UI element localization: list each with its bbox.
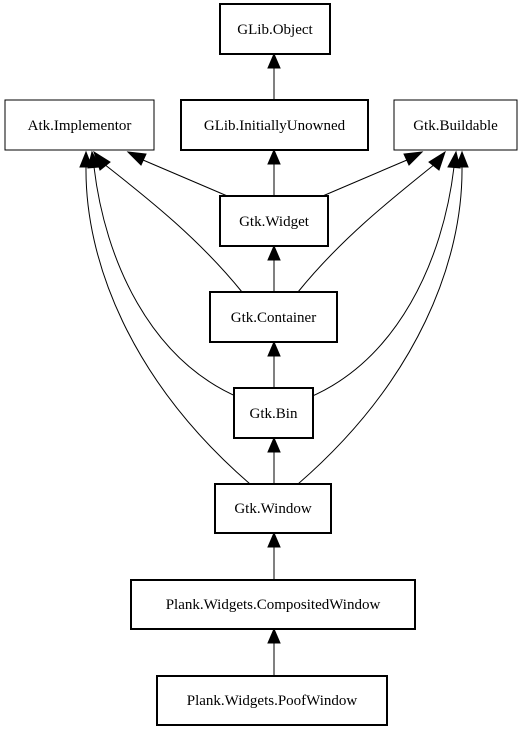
arrowhead-container bbox=[267, 340, 281, 357]
node-plank-composited-window: Plank.Widgets.CompositedWindow bbox=[130, 579, 416, 630]
arrowhead-bin bbox=[267, 436, 281, 453]
node-atk-implementor: Atk.Implementor bbox=[4, 99, 155, 151]
node-glib-initially-unowned: GLib.InitiallyUnowned bbox=[180, 99, 369, 151]
edge-container-to-atk-implementor bbox=[103, 163, 243, 293]
arrowhead-buildable-from-window bbox=[455, 150, 469, 168]
arrowhead-atk-from-window bbox=[79, 150, 93, 168]
arrowhead-object bbox=[267, 52, 281, 69]
edge-container-to-buildable bbox=[297, 163, 436, 293]
node-glib-object: GLib.Object bbox=[219, 3, 331, 55]
node-label-glib-initially-unowned: GLib.InitiallyUnowned bbox=[204, 118, 346, 134]
edges bbox=[79, 52, 469, 676]
node-gtk-window: Gtk.Window bbox=[214, 483, 332, 534]
node-label-gtk-buildable: Gtk.Buildable bbox=[413, 118, 498, 134]
node-plank-poof-window: Plank.Widgets.PoofWindow bbox=[156, 675, 388, 726]
node-gtk-widget: Gtk.Widget bbox=[219, 195, 329, 247]
edge-window-to-atk-implementor bbox=[85, 166, 251, 485]
node-label-glib-object: GLib.Object bbox=[237, 22, 313, 38]
node-gtk-container: Gtk.Container bbox=[209, 291, 338, 343]
arrowhead-buildable-from-widget bbox=[403, 151, 424, 166]
edge-bin-to-atk-implementor bbox=[93, 166, 241, 399]
node-label-gtk-window: Gtk.Window bbox=[234, 501, 311, 517]
node-label-atk-implementor: Atk.Implementor bbox=[28, 118, 132, 134]
node-label-plank-poof-window: Plank.Widgets.PoofWindow bbox=[187, 693, 358, 709]
edge-bin-to-buildable bbox=[307, 166, 455, 399]
arrowhead-initiallyunowned bbox=[267, 148, 281, 165]
arrowhead-buildable-from-container bbox=[428, 150, 446, 171]
node-gtk-buildable: Gtk.Buildable bbox=[393, 99, 518, 151]
arrowhead-composited bbox=[267, 627, 281, 644]
node-label-plank-composited-window: Plank.Widgets.CompositedWindow bbox=[166, 597, 381, 613]
edge-widget-to-buildable bbox=[317, 159, 408, 199]
edge-window-to-buildable bbox=[297, 166, 463, 485]
edge-widget-to-atk-implementor bbox=[142, 159, 233, 199]
node-label-gtk-widget: Gtk.Widget bbox=[239, 214, 310, 230]
arrowhead-atk-from-widget bbox=[126, 151, 147, 166]
node-label-gtk-container: Gtk.Container bbox=[231, 310, 316, 326]
node-gtk-bin: Gtk.Bin bbox=[233, 387, 314, 439]
arrowhead-widget bbox=[267, 244, 281, 261]
node-label-gtk-bin: Gtk.Bin bbox=[250, 406, 298, 422]
arrowhead-window bbox=[267, 531, 281, 548]
